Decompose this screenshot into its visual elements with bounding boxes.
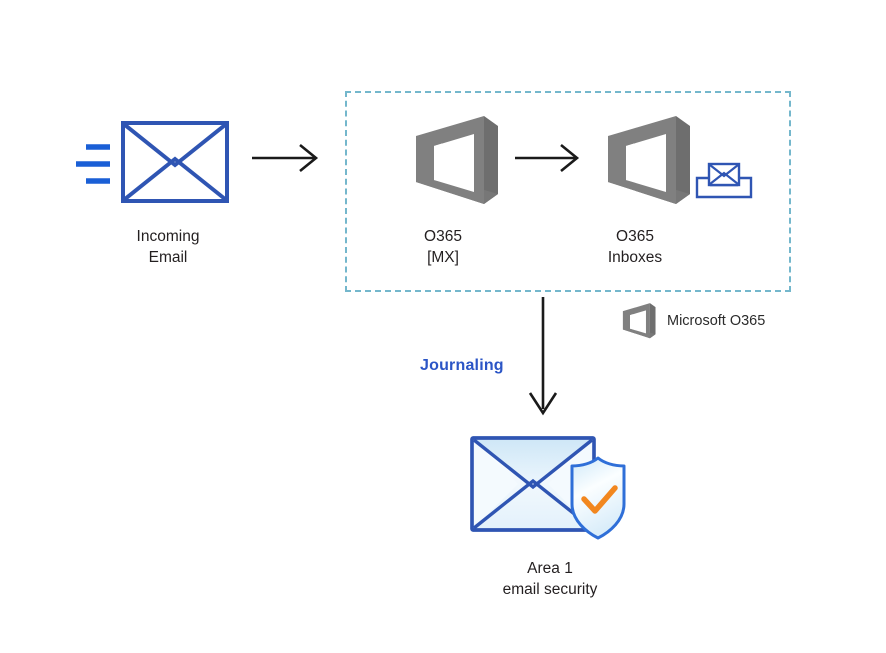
- microsoft-o365-zone-boundary: [345, 91, 791, 292]
- speedlines-icon: [76, 144, 110, 184]
- check-icon: [581, 485, 618, 514]
- o365-inboxes-logo-icon: [596, 108, 696, 211]
- incoming-email-label: Incoming Email: [136, 228, 200, 266]
- legend-o365-logo-icon: [618, 300, 658, 341]
- shield-check-icon: [570, 456, 626, 540]
- o365-inboxes-label: O365 Inboxes: [607, 228, 663, 266]
- arrow-incoming-to-mx: [252, 143, 324, 173]
- o365-mx-label: O365 [MX]: [424, 228, 462, 266]
- journaling-connector-label: Journaling: [420, 357, 504, 374]
- arrow-inboxes-to-area1: [527, 297, 559, 419]
- inbox-tray-envelope-icon: [694, 160, 754, 204]
- envelope-icon: [121, 121, 229, 203]
- area1-label: Area 1 email security: [502, 560, 598, 598]
- area1-email-security-icon-group: [468, 432, 633, 547]
- incoming-email-icon-group: [70, 118, 235, 218]
- legend-label: Microsoft O365: [667, 313, 766, 329]
- o365-mx-logo-icon: [404, 108, 504, 211]
- arrow-mx-to-inboxes: [515, 143, 585, 173]
- envelope-icon: [470, 436, 596, 532]
